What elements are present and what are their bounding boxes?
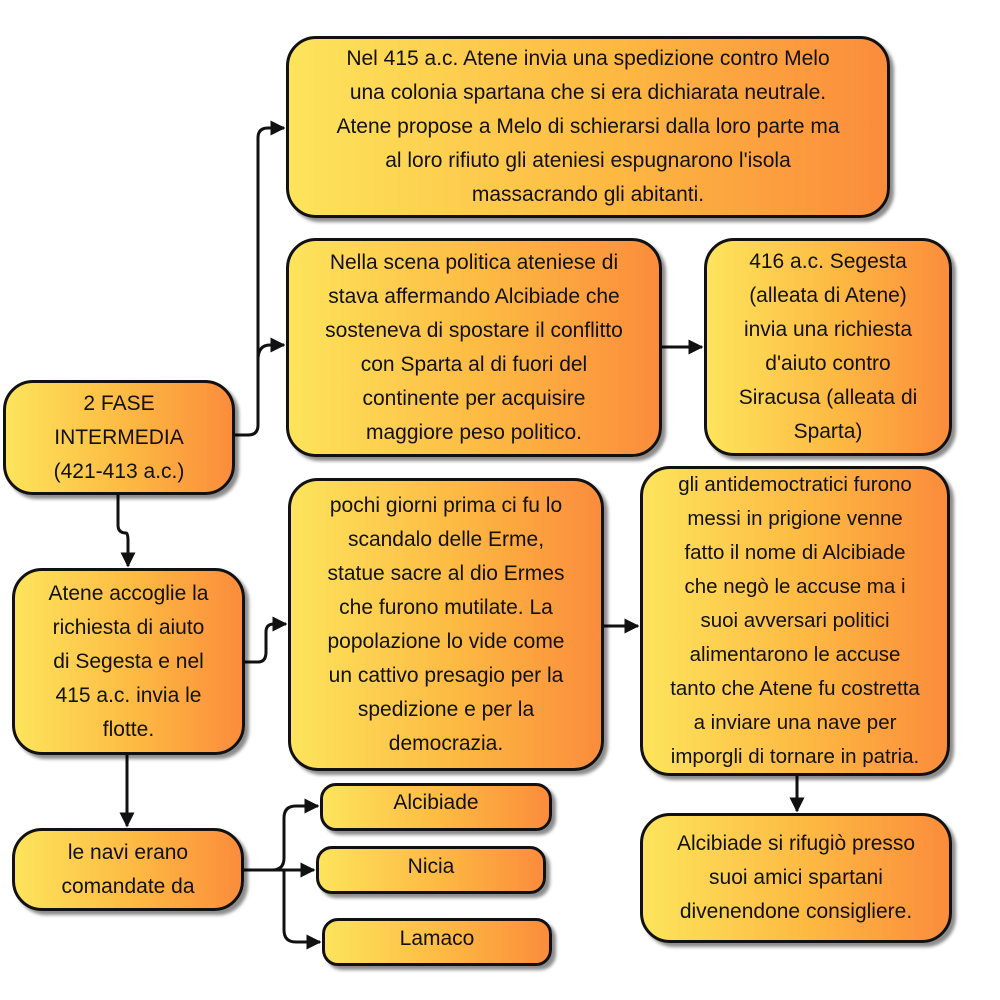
node-atene-accoglie: Atene accoglie la richiesta di aiuto di …	[12, 568, 245, 755]
node-antidemocratici-text: gli antidemoctratici furono messi in pri…	[670, 473, 920, 768]
node-antidemocratici: gli antidemoctratici furono messi in pri…	[640, 466, 950, 776]
node-navi-comandate-text: le navi erano comandate da	[61, 840, 195, 898]
node-alcibiade-politica-text: Nella scena politica ateniese di stava a…	[325, 250, 623, 444]
node-segesta-richiesta-text: 416 a.c. Segesta (alleata di Atene) invi…	[738, 250, 918, 443]
arrow-accoglie-to-erme	[245, 616, 288, 664]
node-spedizione-melo: Nel 415 a.c. Atene invia una spedizione …	[286, 36, 890, 218]
node-alcibiade-text: Alcibiade	[393, 791, 479, 814]
node-alcibiade-politica: Nella scena politica ateniese di stava a…	[286, 238, 662, 457]
node-nicia: Nicia	[316, 846, 546, 894]
node-rifugio-sparta: Alcibiade si rifugiò presso suoi amici s…	[640, 813, 952, 943]
node-lamaco-text: Lamaco	[399, 927, 475, 950]
node-fase-intermedia: 2 FASE INTERMEDIA (421-413 a.c.)	[3, 380, 235, 495]
node-segesta-richiesta: 416 a.c. Segesta (alleata di Atene) invi…	[704, 238, 952, 456]
arrow-fase-to-accoglie	[116, 495, 136, 568]
node-lamaco: Lamaco	[322, 918, 552, 966]
node-fase-intermedia-text: 2 FASE INTERMEDIA (421-413 a.c.)	[53, 391, 185, 483]
node-alcibiade: Alcibiade	[320, 783, 552, 831]
node-scandalo-erme-text: pochi giorni prima ci fu lo scandalo del…	[327, 493, 565, 755]
arrow-fase-to-melo	[235, 120, 286, 437]
arrow-fase-to-politica	[256, 337, 286, 361]
node-navi-comandate: le navi erano comandate da	[12, 828, 244, 911]
node-spedizione-melo-text: Nel 415 a.c. Atene invia una spedizione …	[336, 47, 840, 206]
node-nicia-text: Nicia	[407, 855, 455, 878]
node-atene-accoglie-text: Atene accoglie la richiesta di aiuto di …	[48, 581, 209, 741]
node-rifugio-sparta-text: Alcibiade si rifugiò presso suoi amici s…	[676, 832, 916, 923]
arrow-navi-to-lamaco	[282, 870, 322, 950]
node-scandalo-erme: pochi giorni prima ci fu lo scandalo del…	[288, 478, 604, 771]
arrow-navi-to-alcibiade	[244, 798, 320, 872]
